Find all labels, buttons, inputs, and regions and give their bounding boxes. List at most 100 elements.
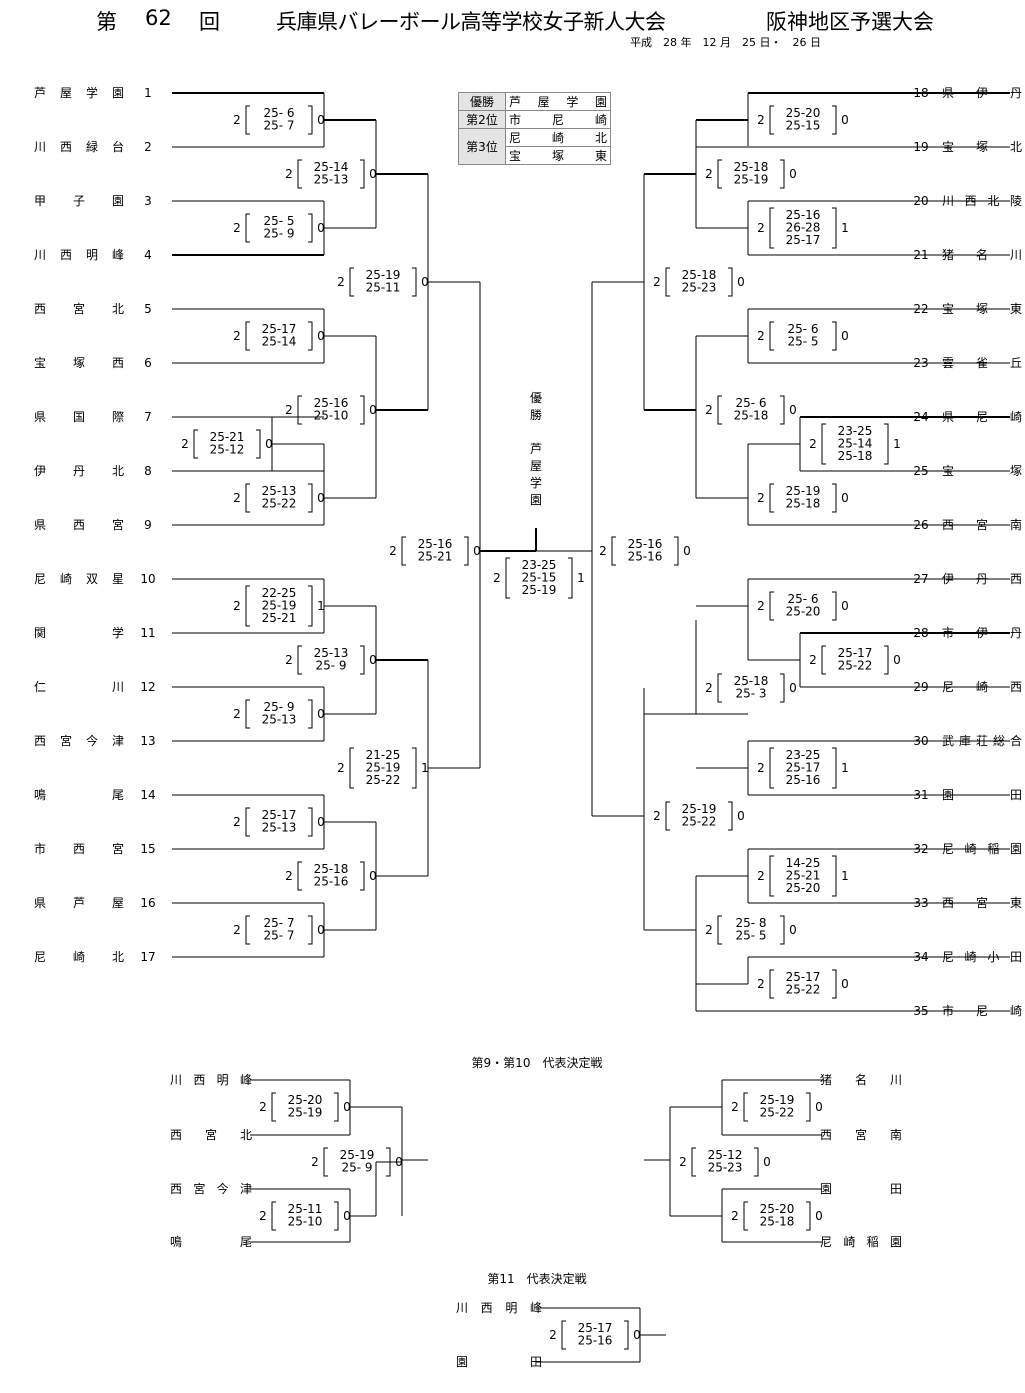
svg-text:0: 0 <box>633 1328 641 1342</box>
svg-text:25-18: 25-18 <box>734 409 769 423</box>
svg-text:2: 2 <box>493 571 501 585</box>
title-number: 62 <box>145 6 172 30</box>
playoff-team-right: 尼崎稲園 <box>820 1235 902 1249</box>
svg-text:2: 2 <box>679 1155 687 1169</box>
svg-text:0: 0 <box>789 167 797 181</box>
playoff-team-left: 西宮北 <box>170 1127 252 1142</box>
svg-text:25- 9: 25- 9 <box>263 227 294 241</box>
team-seed-left: 3 <box>144 194 152 208</box>
svg-text:台: 台 <box>112 139 124 154</box>
svg-text:2: 2 <box>705 923 713 937</box>
svg-text:2: 2 <box>233 923 241 937</box>
svg-text:西: 西 <box>820 1128 832 1142</box>
svg-text:2: 2 <box>731 1100 739 1114</box>
svg-text:25-22: 25-22 <box>760 1106 795 1120</box>
svg-text:2: 2 <box>705 167 713 181</box>
svg-text:0: 0 <box>317 221 325 235</box>
svg-text:東: 東 <box>1010 896 1022 910</box>
svg-text:0: 0 <box>841 113 849 127</box>
svg-text:25- 9: 25- 9 <box>315 659 346 673</box>
svg-text:0: 0 <box>473 544 481 558</box>
svg-text:園: 園 <box>112 86 124 100</box>
svg-text:2: 2 <box>337 275 345 289</box>
svg-text:26-28: 26-28 <box>786 221 821 235</box>
svg-text:尾: 尾 <box>112 788 124 802</box>
svg-text:猪: 猪 <box>820 1073 832 1087</box>
team-seed-left: 6 <box>144 356 152 370</box>
svg-text:25-14: 25-14 <box>262 335 297 349</box>
svg-text:25-16: 25-16 <box>786 208 821 222</box>
svg-text:25-18: 25-18 <box>838 449 873 463</box>
svg-text:丹: 丹 <box>1010 86 1022 100</box>
svg-text:25-18: 25-18 <box>314 862 349 876</box>
svg-text:宮: 宮 <box>193 1181 205 1196</box>
svg-text:25-22: 25-22 <box>366 773 401 787</box>
team-name-left: 芦屋学園 <box>34 85 124 100</box>
svg-text:関: 関 <box>34 626 46 640</box>
team-name-left: 県西宮 <box>34 517 124 532</box>
svg-text:合: 合 <box>1010 733 1022 748</box>
svg-text:25- 3: 25- 3 <box>735 687 766 701</box>
svg-text:2: 2 <box>705 403 713 417</box>
svg-text:鳴: 鳴 <box>170 1235 182 1249</box>
svg-text:25-22: 25-22 <box>838 659 873 673</box>
team-name-left: 尼崎北 <box>34 950 124 964</box>
svg-text:25-20: 25-20 <box>760 1202 795 1216</box>
svg-text:25-17: 25-17 <box>786 970 821 984</box>
team-name-left: 伊丹北 <box>34 464 124 478</box>
svg-text:南: 南 <box>1010 517 1022 532</box>
svg-text:1: 1 <box>841 869 849 883</box>
svg-text:25-20: 25-20 <box>288 1093 323 1107</box>
svg-text:崎: 崎 <box>73 950 85 964</box>
svg-text:0: 0 <box>395 1155 403 1169</box>
svg-text:双: 双 <box>86 572 98 586</box>
svg-text:0: 0 <box>789 403 797 417</box>
svg-text:0: 0 <box>789 681 797 695</box>
team-name-left: 県国際 <box>34 410 124 424</box>
svg-text:市: 市 <box>34 841 46 856</box>
playoff-team-left: 川西明峰 <box>170 1073 252 1087</box>
svg-text:25-13: 25-13 <box>262 821 297 835</box>
svg-text:2: 2 <box>337 761 345 775</box>
team-name-left: 西宮北 <box>34 301 124 316</box>
svg-text:25-15: 25-15 <box>522 571 557 585</box>
team-name-left: 仁川 <box>34 680 124 694</box>
svg-text:2: 2 <box>757 491 765 505</box>
svg-text:25-13: 25-13 <box>314 646 349 660</box>
svg-text:2: 2 <box>731 1209 739 1223</box>
team-name-left: 市西宮 <box>34 841 124 856</box>
svg-text:23-25: 23-25 <box>786 748 821 762</box>
svg-text:25-16: 25-16 <box>314 875 349 889</box>
svg-text:25-16: 25-16 <box>418 537 453 551</box>
svg-text:西: 西 <box>1010 680 1022 694</box>
svg-text:国: 国 <box>73 410 85 424</box>
svg-text:宮: 宮 <box>855 1127 867 1142</box>
svg-text:25- 8: 25- 8 <box>735 916 766 930</box>
svg-text:0: 0 <box>421 275 429 289</box>
team-name-left: 川西緑台 <box>34 139 124 154</box>
svg-text:津: 津 <box>112 734 124 748</box>
svg-text:14-25: 14-25 <box>786 856 821 870</box>
svg-text:崎: 崎 <box>1010 410 1022 424</box>
team-name-left: 宝塚西 <box>34 356 124 370</box>
svg-text:2: 2 <box>599 544 607 558</box>
svg-text:際: 際 <box>112 410 124 424</box>
svg-text:25-16: 25-16 <box>628 537 663 551</box>
svg-text:2: 2 <box>233 815 241 829</box>
svg-text:緑: 緑 <box>86 139 98 154</box>
svg-text:0: 0 <box>369 167 377 181</box>
svg-text:25-15: 25-15 <box>786 119 821 133</box>
